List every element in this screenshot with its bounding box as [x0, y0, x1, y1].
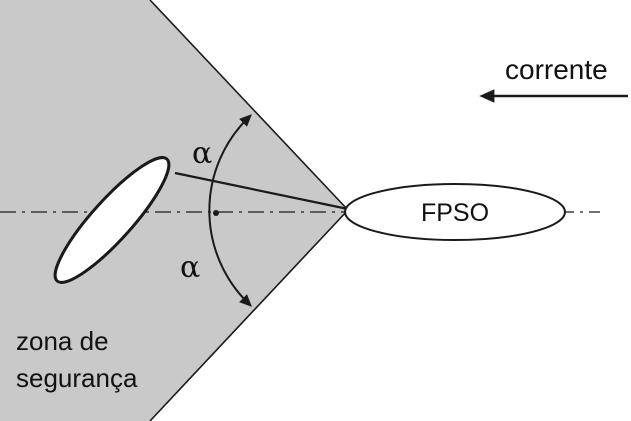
current-label: corrente — [505, 54, 608, 85]
safety-zone-label-line1: zona de — [16, 326, 109, 356]
safety-zone-upper-boundary — [149, 0, 349, 211]
angle-label-top: α — [192, 136, 212, 171]
angle-label-bottom: α — [180, 250, 200, 285]
pivot-point — [213, 210, 219, 216]
fpso-vessel-shape — [344, 183, 566, 241]
safety-zone-label-line2: segurança — [16, 363, 138, 393]
shuttle-tanker-shape — [53, 156, 171, 284]
angle-arc-arrow — [208, 114, 252, 307]
safety-zone-lower-boundary — [149, 209, 349, 421]
hawser-line — [174, 171, 349, 211]
safety-zone-area — [0, 0, 348, 421]
fpso-label: FPSO — [421, 199, 489, 227]
